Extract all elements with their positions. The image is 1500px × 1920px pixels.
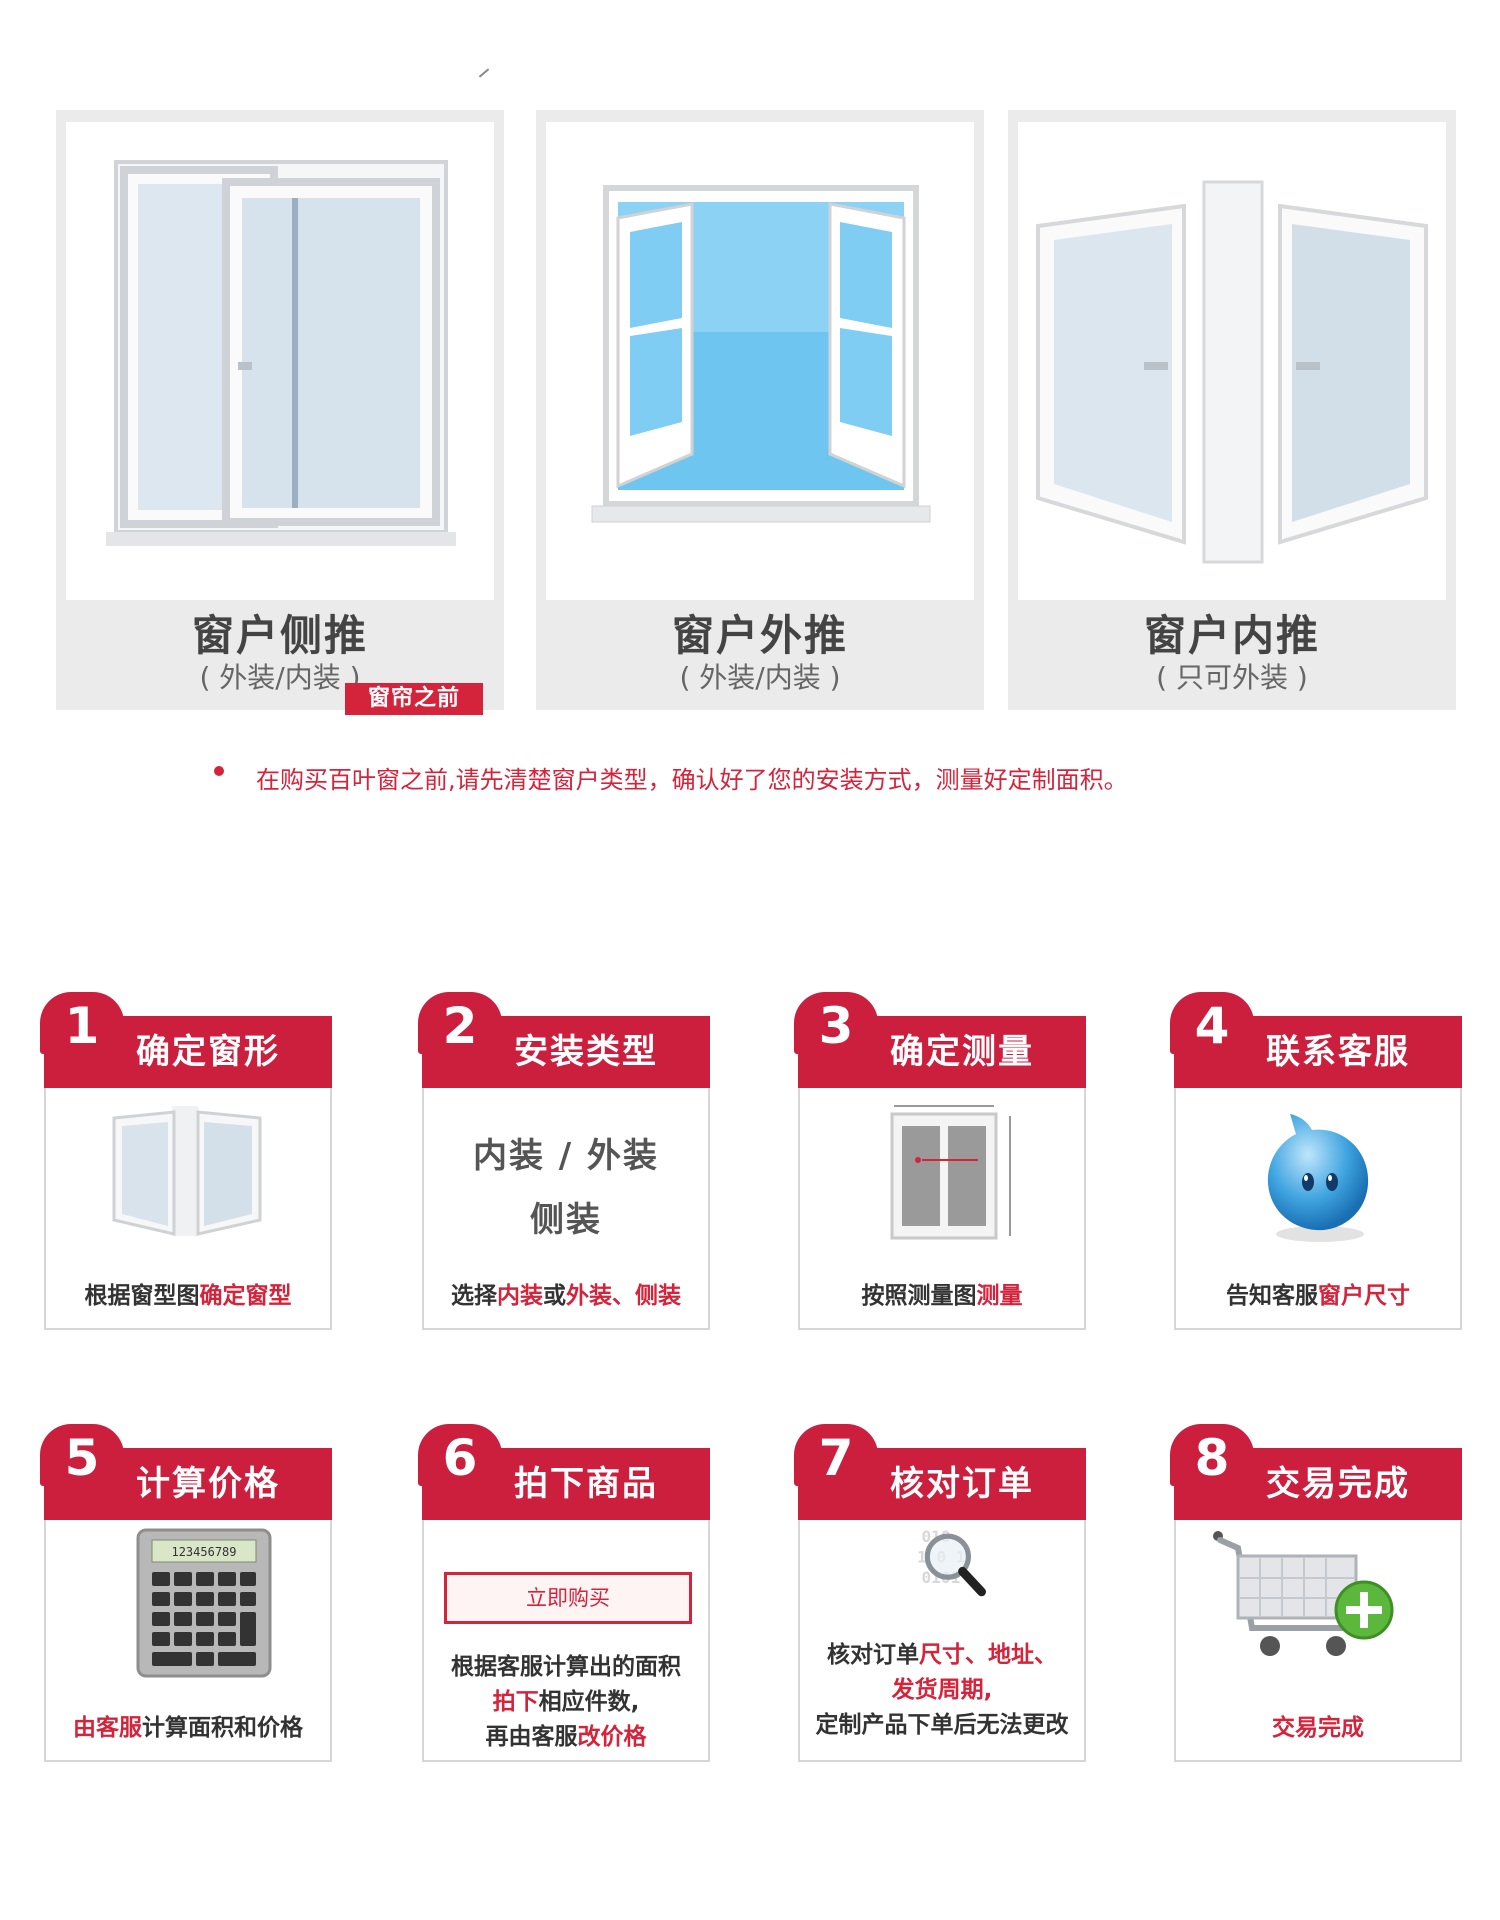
step-card: 交易完成 8 交易完成 — [1170, 1424, 1462, 1762]
window-type-inward[interactable]: 窗户内推 ( 只可外装 ) — [1008, 110, 1456, 710]
step-badge: 8 — [1170, 1424, 1254, 1486]
step-title: 安装类型 — [514, 1032, 658, 1072]
window-icon — [112, 1106, 262, 1236]
step-number: 5 — [64, 1429, 100, 1487]
caption-highlight: 由客服 — [73, 1715, 142, 1741]
calculator-icon: 123456789 — [136, 1528, 272, 1678]
sliding-window-image — [66, 122, 494, 600]
step-card: 确定窗形 1 根据窗型图确定窗型 — [40, 992, 332, 1330]
step-title: 确定窗形 — [136, 1032, 280, 1072]
step-number: 8 — [1194, 1429, 1230, 1487]
caption-highlight: 测量 — [976, 1283, 1023, 1309]
step-badge: 1 — [40, 992, 124, 1054]
caption-plain: 按照测量图 — [861, 1283, 977, 1309]
step-card: 计算价格 5 123456789 由客服计算面积和价格 — [40, 1424, 332, 1762]
step-title: 确定测量 — [890, 1032, 1034, 1072]
step-card: 确定测量 3 按照测量图测量 — [794, 992, 1086, 1330]
caption-plain: 选择 — [451, 1283, 497, 1309]
step-card: 联系客服 4 告知客服窗户尺寸 — [1170, 992, 1462, 1330]
step-body — [422, 1074, 710, 1330]
step-badge: 7 — [794, 1424, 878, 1486]
measure-diagram-icon — [890, 1105, 1011, 1240]
step-badge: 4 — [1170, 992, 1254, 1054]
description-line: 发货周期, — [891, 1677, 993, 1703]
step-number: 3 — [818, 997, 854, 1055]
step-caption: 交易完成 — [1174, 1708, 1462, 1742]
step-number: 2 — [442, 997, 478, 1055]
description-line: 定制产品下单后无法更改 — [815, 1712, 1069, 1738]
step-title: 计算价格 — [136, 1464, 280, 1504]
step-card: 拍下商品 6 立即购买 根据客服计算出的面积 拍下相应件数, 再由客服改价格 — [418, 1424, 710, 1762]
step-body — [1174, 1506, 1462, 1762]
sliding-window-icon — [106, 160, 456, 546]
curtain-tag: 窗帘之前 — [345, 683, 483, 715]
calculator-display: 123456789 — [171, 1545, 236, 1559]
notice-text: 在购买百叶窗之前,请先清楚窗户类型，确认好了您的安装方式，测量好定制面积。 — [256, 766, 1128, 794]
caption-highlight: 窗户尺寸 — [1318, 1283, 1410, 1309]
caption-plain: 核对订单 — [827, 1642, 919, 1668]
window-type-title: 窗户侧推 — [191, 611, 368, 660]
caption-highlight: 拍下 — [492, 1689, 539, 1715]
step-caption: 按照测量图测量 — [798, 1276, 1086, 1310]
step-description: 根据客服计算出的面积 拍下相应件数, 再由客服改价格 — [422, 1650, 710, 1755]
window-type-title: 窗户外推 — [671, 611, 848, 660]
caption-highlight: 内装 — [497, 1283, 543, 1309]
step-number: 6 — [442, 1429, 478, 1487]
step-number: 4 — [1194, 997, 1230, 1055]
caption-highlight: 确定窗型 — [199, 1283, 292, 1309]
caption-highlight: 外装、侧装 — [566, 1283, 681, 1309]
description-line: 根据客服计算出的面积 — [451, 1654, 681, 1680]
outward-window-icon — [591, 185, 931, 523]
buy-now-button[interactable]: 立即购买 — [444, 1572, 692, 1624]
step-header: 拍下商品 — [422, 1448, 710, 1520]
caption-plain: 告知客服 — [1226, 1283, 1318, 1309]
caption-plain: 再由客服 — [485, 1724, 578, 1750]
inward-window-image — [1018, 122, 1446, 600]
bullet-icon — [214, 766, 224, 776]
step-badge: 6 — [418, 1424, 502, 1486]
step-caption: 告知客服窗户尺寸 — [1174, 1276, 1462, 1310]
outward-window-image — [546, 122, 974, 600]
caption-plain: 相应件数, — [538, 1689, 640, 1715]
window-type-subtitle: ( 只可外装 ) — [1156, 661, 1308, 694]
caption-highlight: 交易完成 — [1272, 1715, 1364, 1741]
install-types-line2: 侧装 — [530, 1200, 602, 1240]
step-caption: 由客服计算面积和价格 — [44, 1708, 332, 1742]
description-line: 核对订单尺寸、地址、 — [798, 1638, 1086, 1673]
window-type-outward[interactable]: 窗户外推 ( 外装/内装 ) — [536, 110, 984, 710]
step-caption: 根据窗型图确定窗型 — [44, 1276, 332, 1310]
step-title: 拍下商品 — [514, 1464, 658, 1504]
inward-window-icon — [1036, 180, 1428, 564]
step-description: 核对订单尺寸、地址、 发货周期, 定制产品下单后无法更改 — [798, 1638, 1086, 1743]
step-title: 交易完成 — [1266, 1464, 1410, 1504]
caption-plain: 根据窗型图 — [84, 1283, 200, 1309]
cart-add-icon — [1213, 1531, 1394, 1656]
caption-plain: 计算面积和价格 — [142, 1715, 303, 1741]
step-number: 7 — [818, 1429, 854, 1487]
window-type-sliding[interactable]: 窗户侧推 ( 外装/内装 ) — [56, 110, 504, 710]
caption-highlight: 尺寸、地址、 — [919, 1642, 1057, 1668]
step-badge: 2 — [418, 992, 502, 1054]
step-card: 安装类型 2 内装 / 外装 侧装 选择内装或外装、侧装 — [418, 992, 710, 1330]
step-title: 核对订单 — [890, 1464, 1034, 1504]
description-line: 拍下相应件数, — [422, 1685, 710, 1720]
caption-plain: 或 — [543, 1283, 566, 1309]
step-badge: 3 — [794, 992, 878, 1054]
window-type-subtitle: ( 外装/内装 ) — [679, 661, 841, 694]
step-number: 1 — [64, 997, 100, 1055]
step-badge: 5 — [40, 1424, 124, 1486]
install-types-line1: 内装 / 外装 — [472, 1136, 660, 1176]
stray-mark — [478, 68, 490, 78]
description-line: 再由客服改价格 — [422, 1720, 710, 1755]
step-body — [422, 1506, 710, 1762]
chat-mascot-icon[interactable] — [1204, 1096, 1432, 1246]
caption-highlight: 改价格 — [577, 1724, 647, 1750]
step-caption: 选择内装或外装、侧装 — [422, 1276, 710, 1310]
window-type-subtitle: ( 外装/内装 ) — [199, 661, 361, 694]
window-type-title: 窗户内推 — [1143, 611, 1320, 660]
step-title: 联系客服 — [1266, 1032, 1410, 1072]
